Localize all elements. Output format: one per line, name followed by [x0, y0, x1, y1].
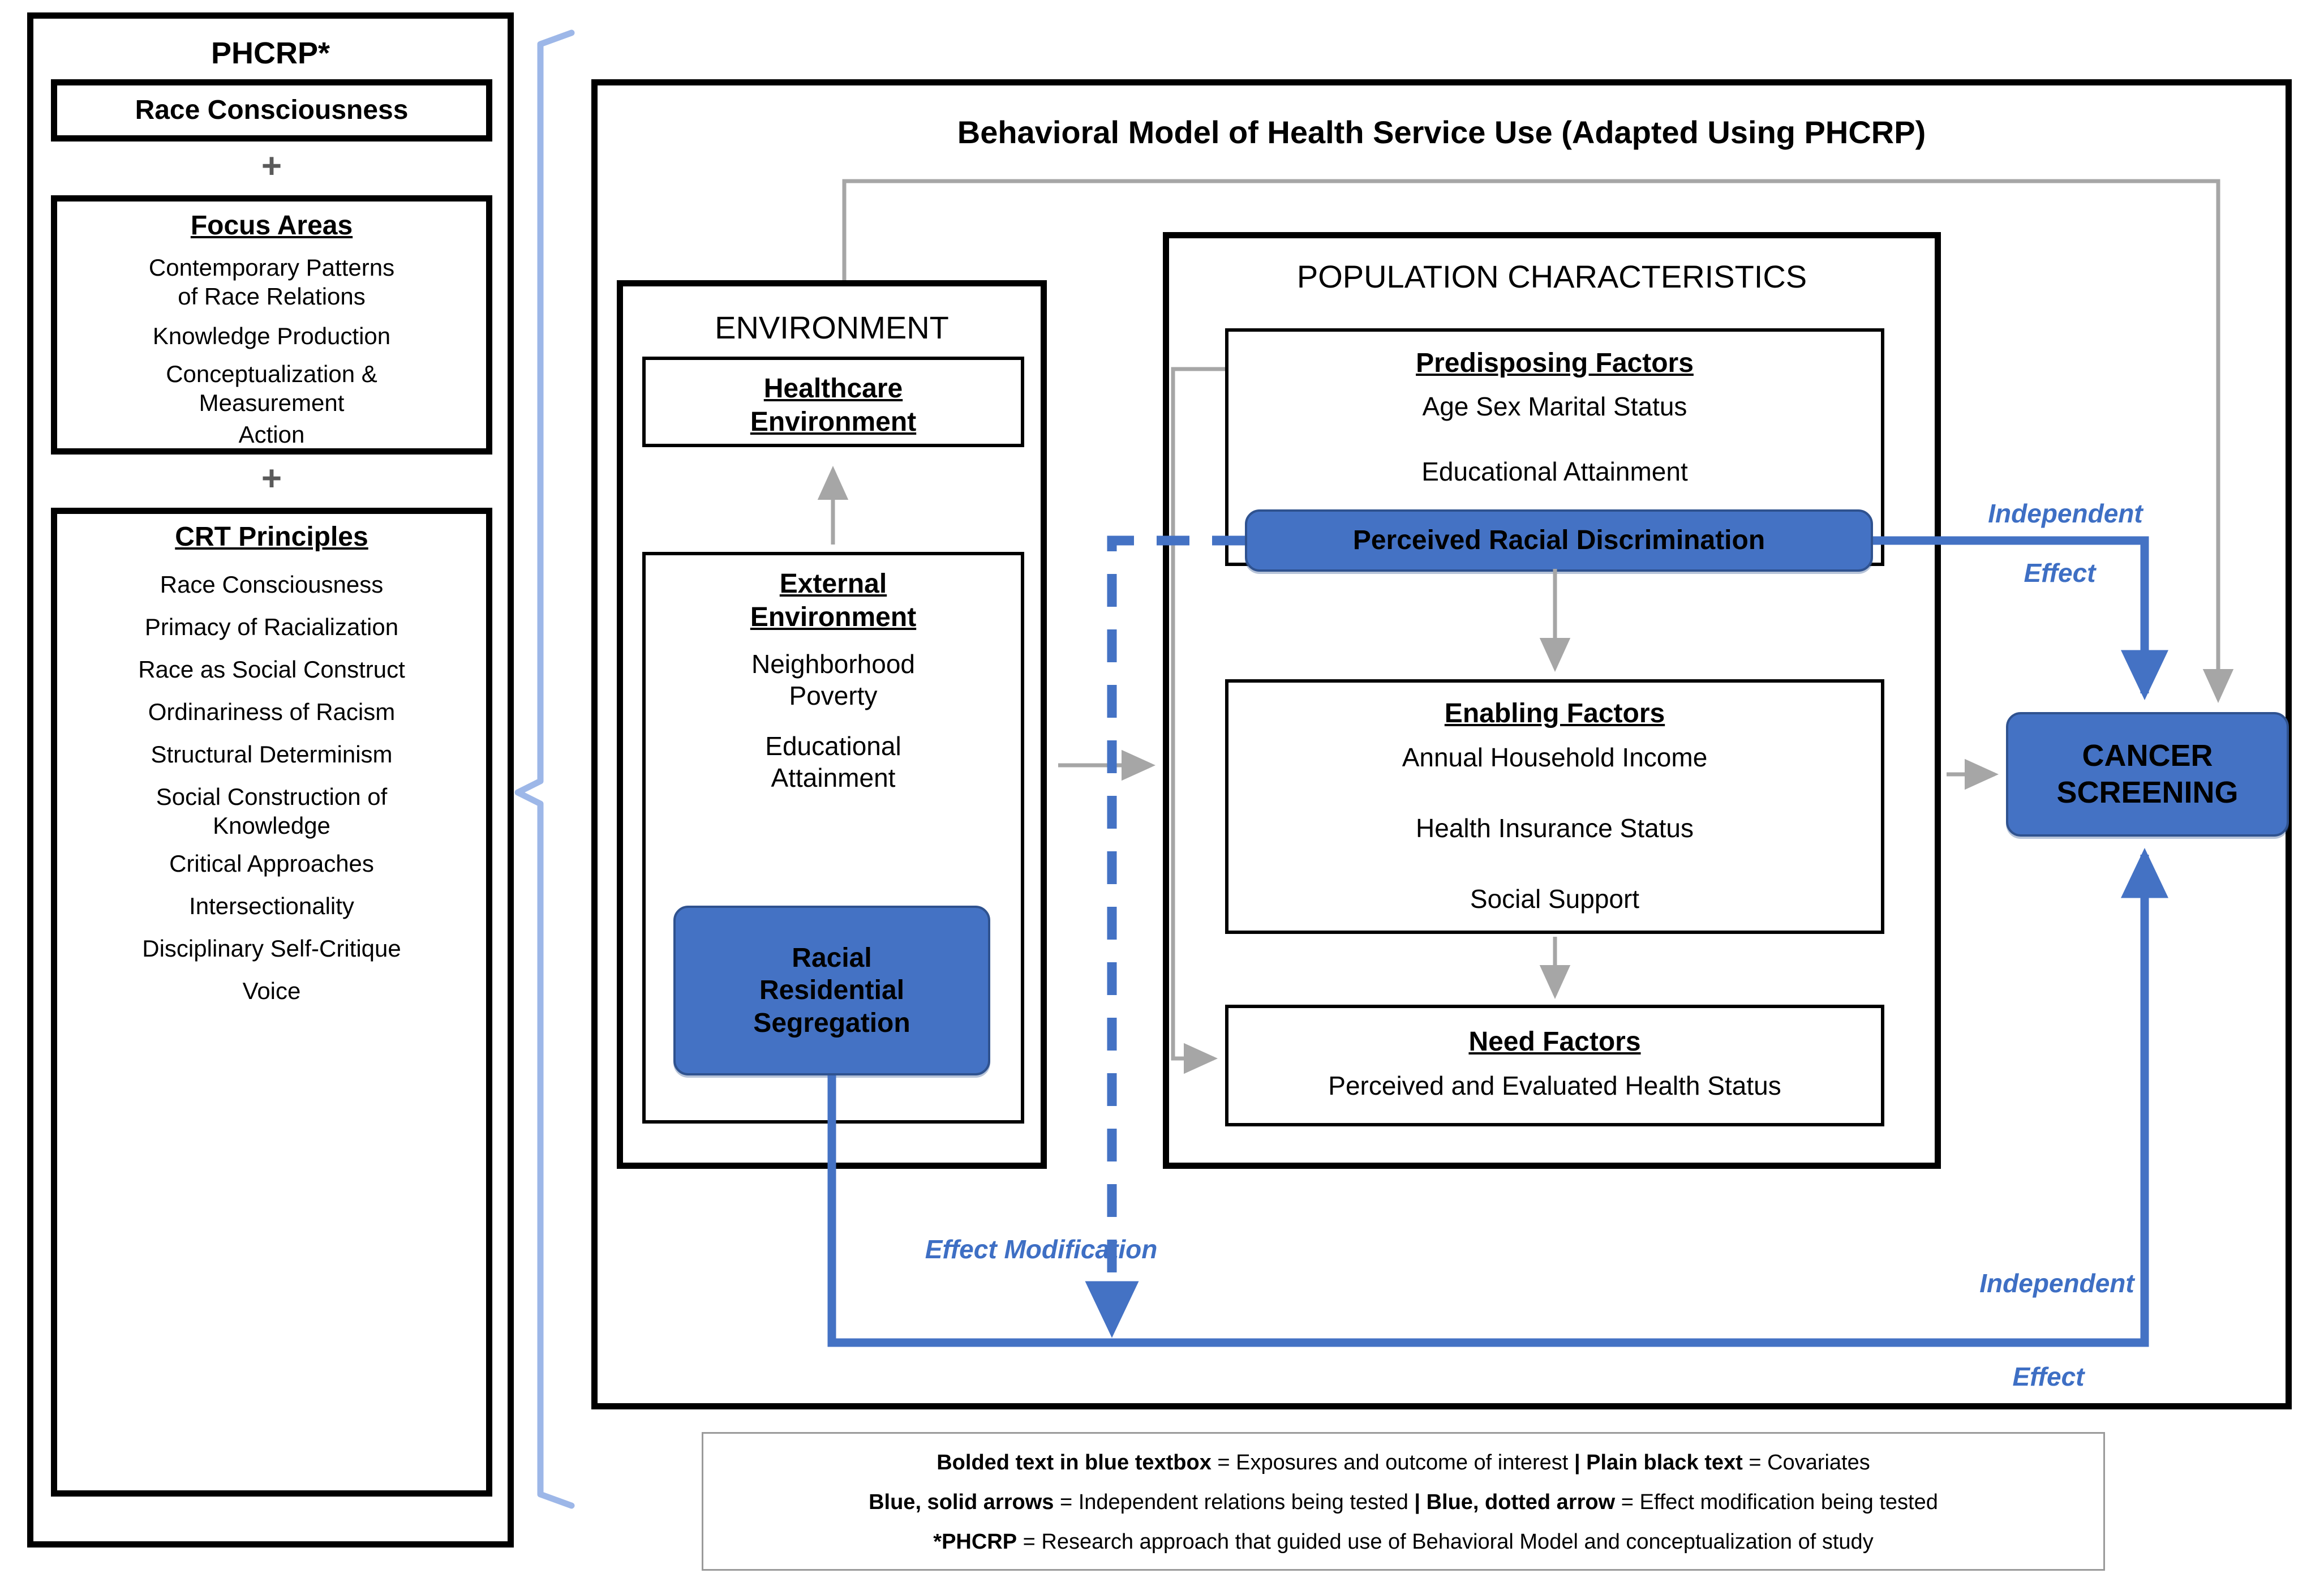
legend-line2-bold-b: Blue, dotted arrow	[1420, 1490, 1616, 1514]
legend-line2-sep: |	[1414, 1490, 1421, 1514]
predisposing-item-1: Educational Attainment	[1421, 457, 1688, 486]
independent-effect-bottom-label-2: Effect	[2012, 1362, 2085, 1391]
legend-line-2: Blue, solid arrows = Independent relatio…	[702, 1491, 2105, 1513]
legend-line1-rest-a: = Exposures and outcome of interest	[1211, 1451, 1574, 1474]
crt-item-8: Disciplinary Self-Critique	[142, 935, 401, 962]
crt-principles-box	[51, 508, 492, 1497]
external-environment-heading: External Environment	[750, 569, 917, 632]
legend-line3-bold: *PHCRP	[933, 1530, 1017, 1554]
external-environment-item-1: Educational Attainment	[765, 731, 901, 793]
enabling-item-0: Annual Household Income	[1402, 743, 1708, 772]
crt-item-7: Intersectionality	[189, 893, 354, 919]
perceived-racial-discrimination-box[interactable]: Perceived Racial Discrimination	[1245, 509, 1873, 572]
legend-line-1: Bolded text in blue textbox = Exposures …	[702, 1452, 2105, 1473]
crt-principles-heading: CRT Principles	[175, 522, 368, 552]
crt-item-4: Structural Determinism	[151, 741, 393, 768]
healthcare-environment-label: Healthcare Environment	[750, 374, 917, 437]
crt-item-6: Critical Approaches	[169, 850, 374, 877]
need-item-0: Perceived and Evaluated Health Status	[1328, 1071, 1781, 1100]
crt-item-2: Race as Social Construct	[138, 656, 405, 683]
legend-line2-rest-a: = Independent relations being tested	[1054, 1490, 1415, 1514]
environment-heading: ENVIRONMENT	[715, 310, 949, 345]
enabling-item-2: Social Support	[1470, 884, 1640, 914]
focus-areas-heading: Focus Areas	[190, 211, 353, 241]
focus-area-item-0: Contemporary Patterns of Race Relations	[148, 254, 395, 310]
independent-effect-top-label-2: Effect	[2024, 558, 2096, 588]
independent-effect-bottom-label-1: Independent	[1979, 1268, 2134, 1298]
independent-effect-top-label-1: Independent	[1988, 499, 2143, 528]
phcrp-to-model-bracket	[514, 29, 575, 1509]
predisposing-heading: Predisposing Factors	[1416, 348, 1694, 378]
focus-area-item-2: Conceptualization & Measurement	[166, 361, 377, 417]
population-characteristics-heading: POPULATION CHARACTERISTICS	[1296, 259, 1807, 294]
focus-area-item-1: Knowledge Production	[152, 323, 391, 349]
legend-line2-rest-b: = Effect modification being tested	[1615, 1490, 1938, 1514]
enabling-heading: Enabling Factors	[1444, 698, 1665, 728]
legend-line1-bold-b: Plain black text	[1580, 1451, 1743, 1474]
legend-box	[702, 1432, 2105, 1571]
focus-areas-box	[51, 195, 492, 455]
plus-sign-1: +	[261, 147, 282, 186]
crt-item-9: Voice	[242, 978, 301, 1004]
crt-item-5: Social Construction of Knowledge	[156, 783, 388, 839]
need-heading: Need Factors	[1468, 1027, 1641, 1057]
crt-item-1: Primacy of Racialization	[144, 614, 399, 640]
phcrp-title: PHCRP*	[211, 36, 330, 70]
legend-line2-bold-a: Blue, solid arrows	[869, 1490, 1054, 1514]
race-consciousness-label: Race Consciousness	[135, 95, 409, 125]
focus-area-item-3: Action	[238, 421, 305, 448]
legend-line1-bold-a: Bolded text in blue textbox	[937, 1451, 1212, 1474]
racial-residential-segregation-box[interactable]: Racial Residential Segregation	[673, 906, 990, 1075]
effect-modification-label: Effect Modification	[925, 1234, 1158, 1264]
race-consciousness-box	[51, 79, 492, 142]
legend-line-3: *PHCRP = Research approach that guided u…	[702, 1531, 2105, 1553]
cancer-screening-box[interactable]: CANCER SCREENING	[2006, 712, 2289, 837]
enabling-item-1: Health Insurance Status	[1416, 813, 1694, 843]
crt-item-3: Ordinariness of Racism	[148, 698, 396, 725]
plus-sign-2: +	[261, 459, 282, 498]
model-title: Behavioral Model of Health Service Use (…	[957, 114, 1926, 150]
legend-line1-sep: |	[1574, 1451, 1580, 1474]
legend-line3-rest: = Research approach that guided use of B…	[1017, 1530, 1874, 1554]
crt-item-0: Race Consciousness	[160, 571, 384, 598]
need-factors-box	[1225, 1005, 1884, 1126]
legend-line1-rest-b: = Covariates	[1742, 1451, 1870, 1474]
predisposing-item-0: Age Sex Marital Status	[1422, 392, 1687, 421]
external-environment-item-0: Neighborhood Poverty	[751, 649, 915, 711]
